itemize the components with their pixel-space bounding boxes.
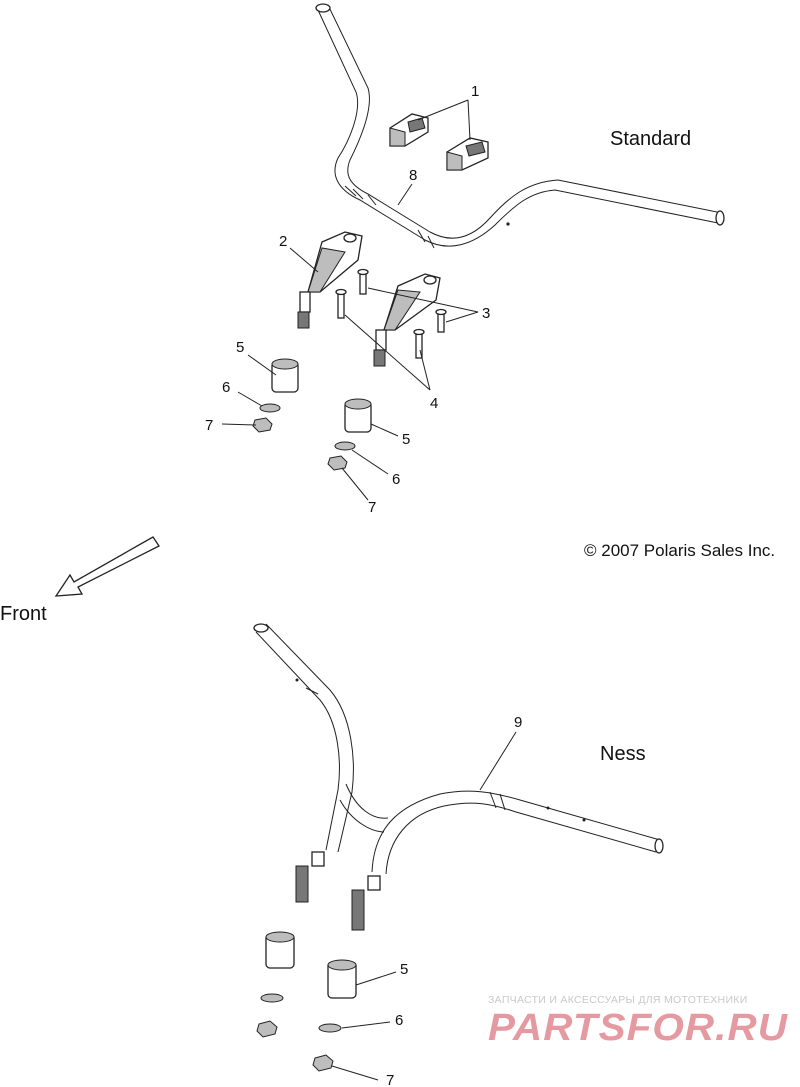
standard-handlebar (315, 3, 725, 249)
standard-washer-right (334, 441, 356, 451)
standard-bushing-right (344, 398, 372, 433)
callout-9: 9 (514, 714, 522, 731)
ness-bushing-left (265, 931, 295, 969)
standard-nut-left (252, 417, 273, 433)
ness-leader-lines (331, 731, 517, 1081)
standard-washer-left (259, 403, 281, 413)
callout-6-standard-right: 6 (392, 471, 400, 488)
callout-7-standard-left: 7 (205, 417, 213, 434)
section-label-standard: Standard (610, 128, 691, 150)
watermark-tagline: ЗАПЧАСТИ И АКСЕССУАРЫ ДЛЯ МОТОТЕХНИКИ (488, 994, 748, 1006)
callout-8: 8 (409, 167, 417, 184)
front-label: Front (0, 603, 47, 625)
ness-nut-right (312, 1054, 334, 1072)
callout-5-standard-left: 5 (236, 339, 244, 356)
callout-5-ness: 5 (400, 961, 408, 978)
callout-2: 2 (279, 233, 287, 250)
clamp-cap-left (389, 113, 429, 147)
ness-washer-right (318, 1023, 342, 1033)
front-direction-arrow (54, 536, 160, 597)
callout-4: 4 (430, 395, 438, 412)
standard-leader-lines (221, 99, 479, 501)
watermark-logo: PARTSFOR.RU (488, 1007, 789, 1049)
callout-3: 3 (482, 305, 490, 322)
ness-bushing-right (327, 959, 357, 999)
copyright-notice: © 2007 Polaris Sales Inc. (584, 541, 775, 560)
callout-6-ness: 6 (395, 1012, 403, 1029)
standard-bushing-left (271, 358, 299, 393)
standard-nut-right (327, 455, 348, 471)
callout-6-standard-left: 6 (222, 379, 230, 396)
ness-washer-left (260, 993, 284, 1003)
callout-5-standard-right: 5 (402, 431, 410, 448)
riser-left (297, 231, 363, 329)
riser-right (373, 273, 441, 367)
callout-7-standard-right: 7 (368, 499, 376, 516)
section-label-ness: Ness (600, 743, 646, 765)
callout-7-ness: 7 (386, 1072, 394, 1087)
ness-nut-left (256, 1020, 278, 1038)
clamp-cap-right (446, 137, 489, 171)
callout-1: 1 (471, 83, 479, 100)
ness-handlebar (253, 623, 664, 931)
clamp-bolts (335, 268, 447, 359)
